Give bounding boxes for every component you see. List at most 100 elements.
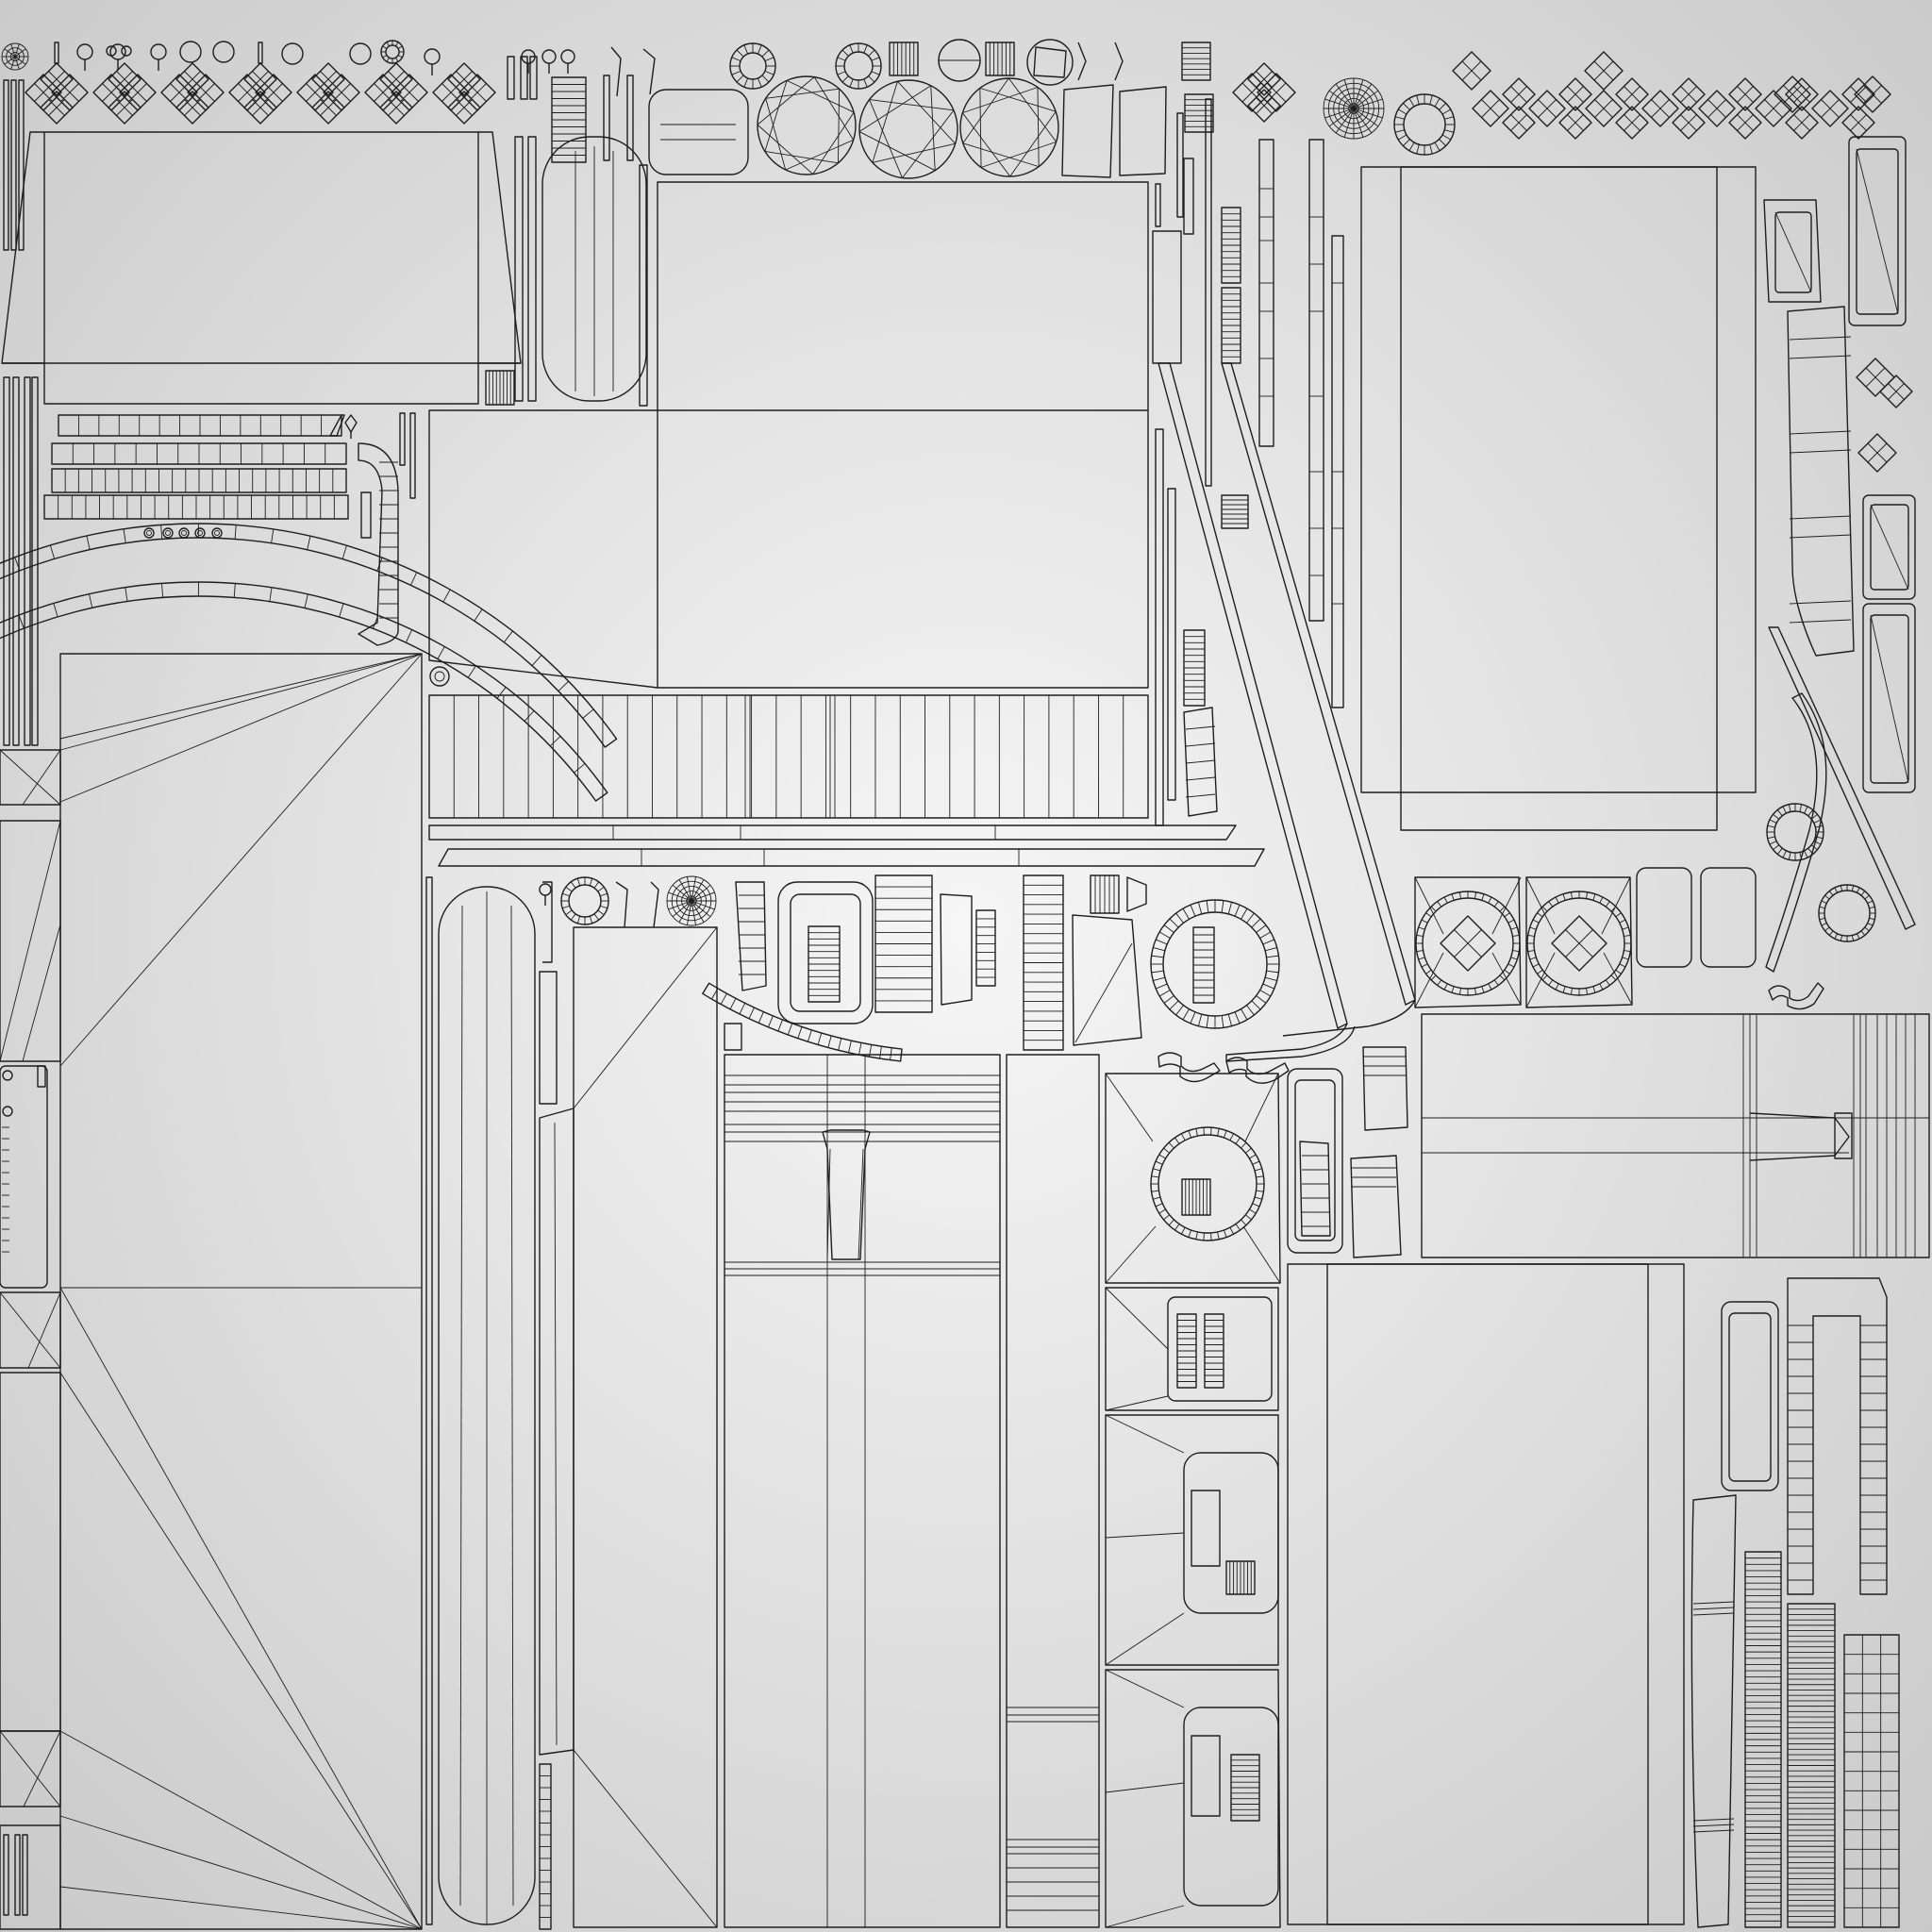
- uv-ring-edge: [1851, 935, 1855, 941]
- uv-ring-edge: [1158, 1208, 1166, 1214]
- uv-band-edge: [339, 603, 344, 618]
- uv-strip-edge: [1185, 725, 1216, 730]
- uv-strip-edge: [1789, 430, 1852, 435]
- uv-cabinet-door: [1183, 1452, 1279, 1614]
- uv-cross-tile: [379, 91, 413, 125]
- uv-pin: [54, 42, 59, 64]
- uv-ring-edge: [1869, 906, 1875, 909]
- uv-ring-edge: [1229, 1226, 1235, 1235]
- uv-thin-strip: [1155, 183, 1161, 227]
- uv-cross-tile: [1879, 375, 1913, 408]
- uv-cross-tile-seam: [184, 99, 201, 116]
- uv-ring-edge: [1605, 901, 1610, 908]
- uv-thin-strip: [31, 376, 39, 746]
- uv-cross-tile: [1728, 106, 1762, 140]
- uv-long-grid-strip: [428, 694, 1149, 819]
- uv-radial-spoke: [672, 884, 692, 902]
- uv-tray-inner: [1856, 148, 1899, 315]
- uv-band-edge: [89, 593, 93, 608]
- uv-ring-edge: [1169, 918, 1179, 928]
- uv-rail-strip: [438, 848, 1265, 867]
- uv-cross-tile-seam: [1593, 60, 1614, 81]
- uv-cabinet-body: [1105, 1414, 1279, 1666]
- uv-thin-strip: [3, 376, 10, 746]
- uv-button-socket: [2, 1070, 13, 1081]
- uv-radial-spoke: [668, 891, 692, 902]
- uv-ring-edge: [1619, 919, 1626, 924]
- uv-cabinet-seam: [1105, 1073, 1281, 1284]
- uv-band-edge: [307, 536, 311, 550]
- uv-cross-tile-seam: [1481, 99, 1500, 118]
- uv-ring-edge: [1622, 957, 1629, 960]
- uv-frame-inner: [790, 893, 861, 1012]
- uv-small-strip: [37, 1065, 46, 1088]
- uv-button-socket: [211, 527, 223, 539]
- uv-ring-edge: [849, 78, 854, 88]
- uv-cabinet-panel: [1191, 1490, 1221, 1567]
- uv-tray-seam: [1774, 211, 1812, 293]
- uv-cross-tile: [175, 91, 209, 125]
- uv-ring-edge: [1254, 1196, 1262, 1200]
- uv-ring-edge: [1441, 108, 1451, 115]
- uv-ring-edge: [1769, 819, 1777, 824]
- uv-ring-edge: [837, 71, 846, 75]
- uv-ring-edge: [1156, 983, 1168, 990]
- uv-tall-panel: [573, 926, 718, 1928]
- uv-radial-spoke: [14, 56, 26, 65]
- uv-ring-edge: [1174, 1137, 1180, 1144]
- uv-cross-tile: [1672, 106, 1706, 140]
- uv-radial-spoke: [1353, 108, 1364, 138]
- uv-ring-edge: [1488, 896, 1492, 904]
- uv-radial-spoke: [1328, 108, 1355, 127]
- uv-ring-edge: [757, 77, 762, 88]
- uv-ring-edge: [1175, 912, 1184, 924]
- uv-rounded-card: [1721, 1301, 1779, 1491]
- uv-ring-edge: [1804, 806, 1808, 814]
- uv-cross-tile: [1856, 358, 1895, 397]
- uv-cross-tile-seam: [1863, 85, 1882, 104]
- uv-cross-tile: [447, 91, 481, 125]
- uv-ring-edge: [1251, 1000, 1261, 1010]
- uv-ring-edge: [1246, 912, 1255, 924]
- uv-ring-edge: [593, 913, 600, 921]
- uv-cross-tile-seam: [1510, 86, 1527, 103]
- uv-tall-panel: [1006, 1054, 1100, 1928]
- uv-knob: [150, 43, 167, 60]
- uv-ring-edge: [1624, 934, 1631, 937]
- uv-ring-edge: [1624, 950, 1631, 953]
- uv-ring-edge: [1458, 891, 1461, 899]
- uv-band-edge: [858, 1042, 862, 1056]
- uv-knob: [539, 883, 552, 896]
- uv-cross-tile-seam: [1680, 86, 1697, 103]
- uv-ring-edge: [1773, 813, 1780, 820]
- uv-knob: [76, 43, 93, 60]
- uv-ring-edge: [1158, 990, 1171, 997]
- uv-button-socket: [165, 530, 171, 536]
- uv-barrel-shell: [648, 89, 749, 175]
- uv-ring-edge: [1175, 1005, 1184, 1016]
- uv-radial-spoke: [1335, 83, 1355, 109]
- uv-strip-edge: [1789, 355, 1852, 359]
- uv-cross-tile: [40, 91, 74, 125]
- uv-ring-edge: [1190, 1011, 1196, 1024]
- uv-ring-edge: [597, 909, 605, 916]
- uv-lamp-seam: [1525, 876, 1633, 1008]
- uv-ring-edge: [1458, 988, 1461, 995]
- uv-cross-tile-seam: [116, 71, 133, 88]
- uv-ring-edge: [1810, 813, 1818, 820]
- uv-corner-seam: [0, 1291, 61, 1369]
- uv-ring-edge: [589, 878, 593, 886]
- uv-ring-edge: [761, 49, 770, 58]
- uv-ring-edge: [1265, 976, 1277, 982]
- uv-ring-edge: [395, 57, 399, 62]
- uv-cross-tile-seam: [1624, 86, 1641, 103]
- uv-ring-edge: [743, 44, 749, 55]
- uv-strip-edge: [1185, 793, 1216, 798]
- uv-ring-edge: [871, 57, 880, 61]
- uv-cross-tile: [1247, 89, 1281, 123]
- uv-ring-edge: [1235, 1224, 1241, 1231]
- uv-cross-tile-seam: [1567, 86, 1584, 103]
- uv-facet-edge: [765, 88, 840, 99]
- uv-ring-edge: [1439, 103, 1446, 110]
- uv-cross-tile: [1841, 106, 1875, 140]
